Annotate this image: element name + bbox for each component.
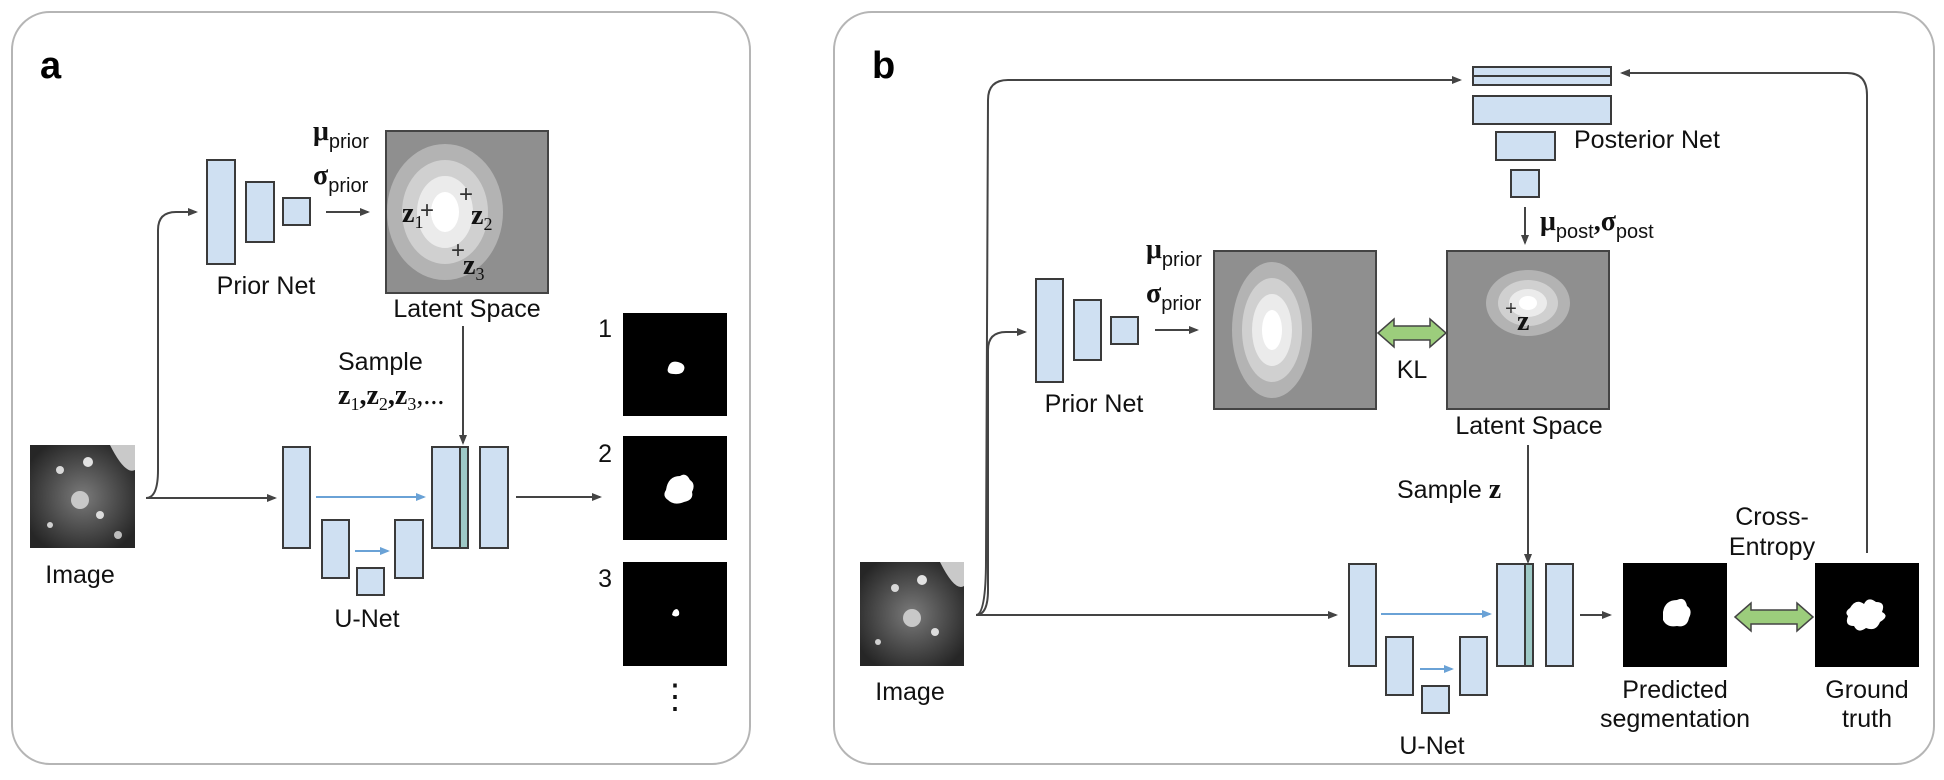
panel-a-latent-space-label: Latent Space [393,295,540,323]
panel-a-prior-net-label: Prior Net [217,272,316,300]
panel-b-border [833,11,1935,765]
panel-b-unet-label: U-Net [1399,732,1464,760]
panel-a-unet-label: U-Net [334,605,399,633]
panel-a-sample-sequence: z1,z2,z3,... [338,380,444,414]
ground-truth-label-line1: Ground [1825,676,1908,704]
svg-text:+: + [459,181,473,208]
panel-a-z2: z2 [471,200,492,234]
panel-a-latent-space: + + + z1 z2 z3 [385,130,549,294]
panel-b-prior-latent [1213,250,1377,410]
ground-truth-label-line2: truth [1842,705,1892,733]
panel-b-image-to-posterior-arrow [975,76,1462,616]
panel-a-image-to-prior-arrow [145,208,198,499]
panel-a-border [11,11,751,765]
panel-a-mu-prior: μprior [313,116,369,153]
panel-a-sample-label: Sample [338,348,423,376]
svg-text:+: + [420,197,434,224]
predicted-segmentation [1623,563,1727,667]
panel-b-prior-net [1035,278,1139,383]
panel-a-z1: z1 [402,198,423,232]
kl-label: KL [1397,356,1428,384]
panel-a: a Image Prior Net μprior σprior [11,11,751,765]
panel-b-posterior-net [1472,66,1612,198]
panel-b-mu-sigma-post: μpost,σpost [1540,206,1654,243]
output-number-1: 1 [598,315,612,343]
predicted-label-line1: Predicted [1622,676,1728,704]
output-number-3: 3 [598,565,612,593]
panel-b-input-image [860,562,964,666]
panel-a-prior-net [206,159,311,265]
panel-b-sample-label: Sample z [1397,474,1501,505]
panel-b-image-to-prior-arrow [975,328,1027,616]
panel-a-z3: z3 [463,250,484,284]
panel-b-latent-space-label: Latent Space [1455,412,1602,440]
panel-b-letter: b [872,45,895,87]
panel-b-prior-net-label: Prior Net [1045,390,1144,418]
panel-a-sigma-prior: σprior [313,160,369,197]
panel-a-outputs [623,313,727,666]
cross-entropy-label-line2: Entropy [1729,533,1816,561]
panel-b-unet [1348,563,1574,714]
panel-a-unet [282,446,509,596]
panel-b-posterior-net-label: Posterior Net [1574,126,1720,154]
panel-a-letter: a [40,45,62,87]
cross-entropy-label-line1: Cross- [1735,503,1809,531]
panel-b: b Image Posterior Net μpost,σpost [833,11,1935,765]
panel-b-posterior-latent: + z [1446,250,1610,410]
ground-truth-mask [1815,563,1919,667]
panel-b-sigma-prior: σprior [1146,278,1202,315]
panel-b-mu-prior: μprior [1146,234,1202,271]
predicted-label-line2: segmentation [1600,705,1750,733]
panel-a-image-label: Image [45,561,114,589]
panel-a-input-image [30,445,135,548]
ground-truth-to-posterior-arrow [1620,69,1868,553]
svg-text:+: + [1505,298,1517,320]
output-number-2: 2 [598,440,612,468]
cross-entropy-double-arrow [1733,601,1815,633]
panel-b-image-label: Image [875,678,944,706]
output-ellipsis: ⋮ [658,678,692,716]
panel-b-z-latent: z [1517,306,1529,337]
svg-text:+: + [451,237,465,264]
